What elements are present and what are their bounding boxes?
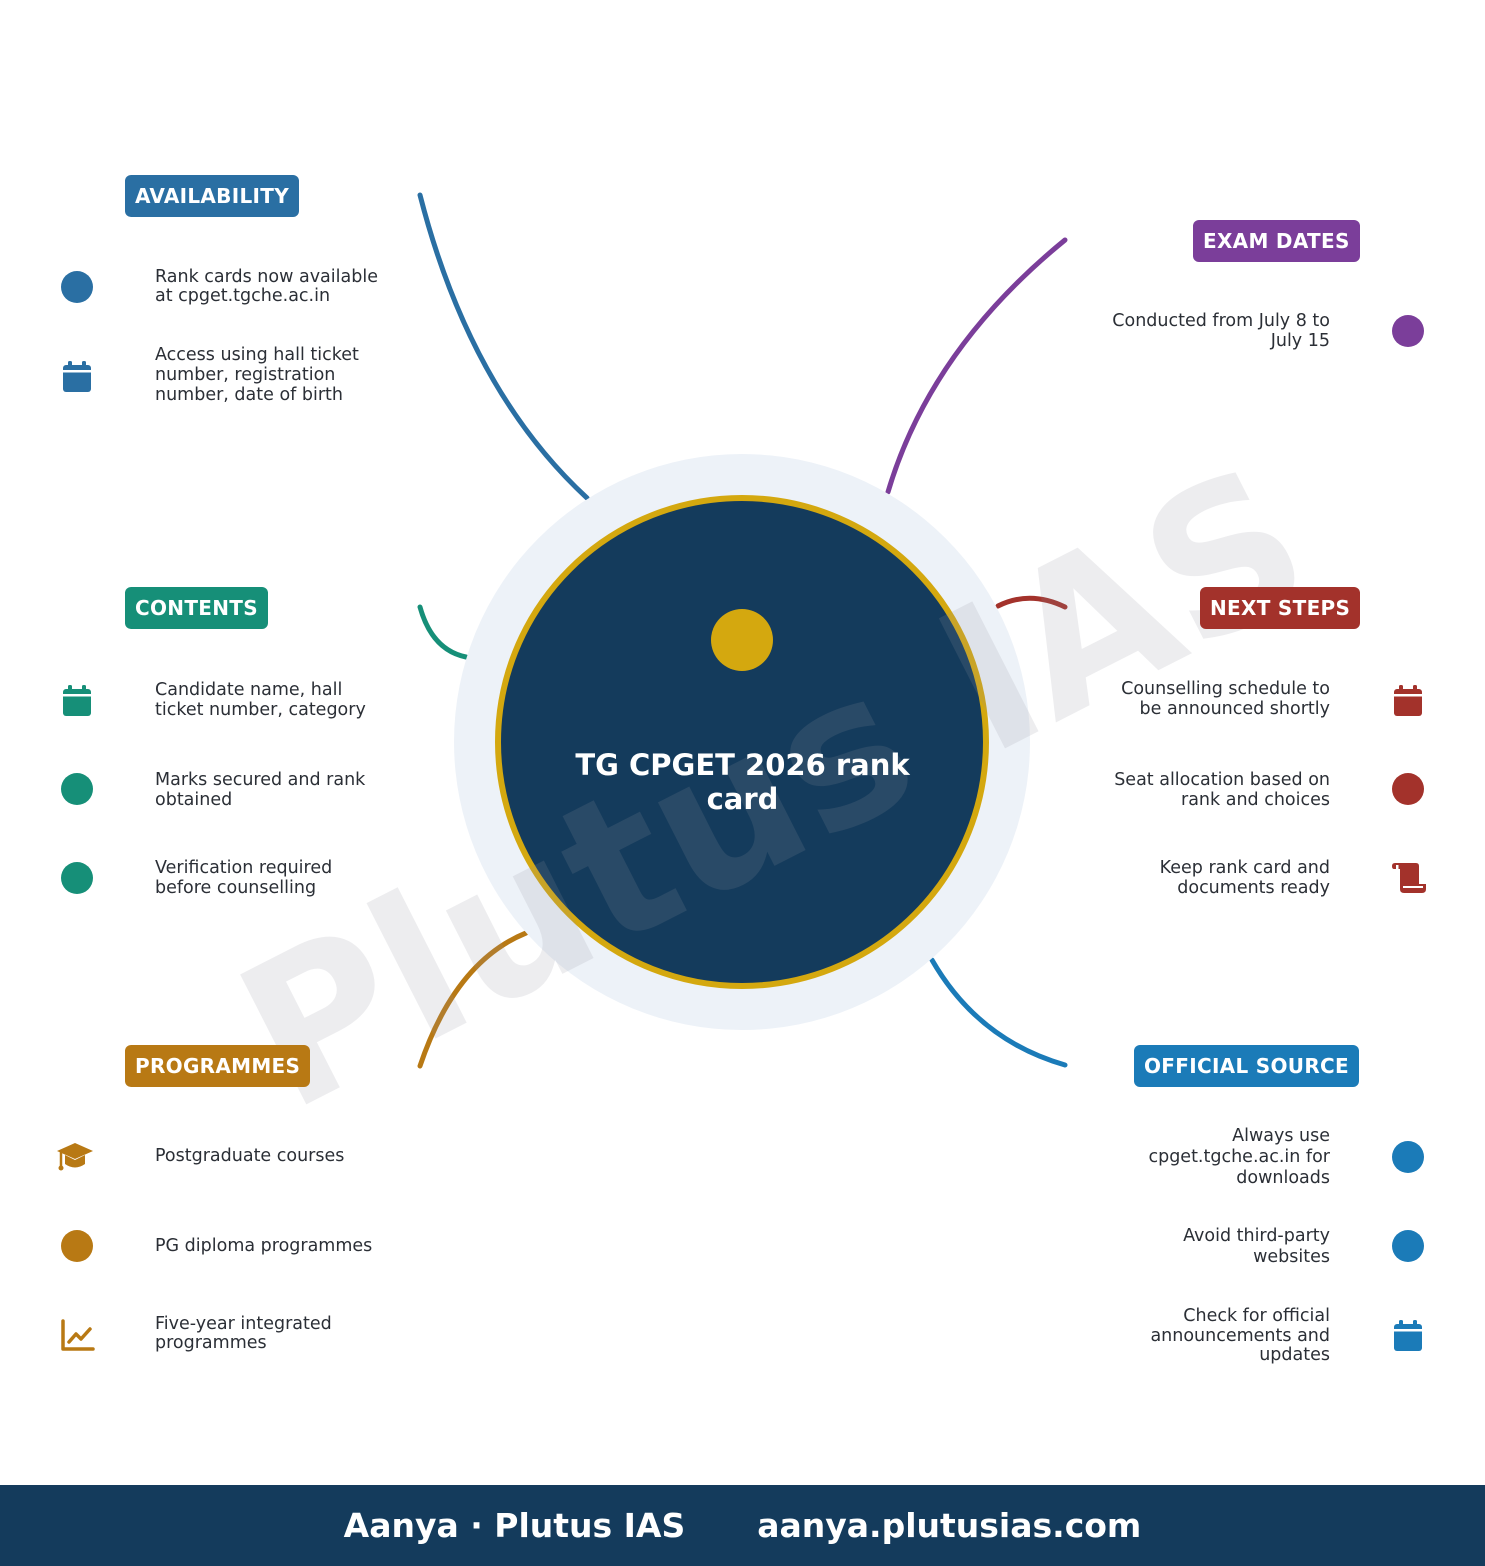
circle-icon [59, 1228, 95, 1264]
official-source-item-2: Avoid third-party websites [1183, 1226, 1330, 1267]
calendar-icon [59, 683, 95, 719]
footer-bar: Aanya · Plutus IAS aanya.plutusias.com [0, 1485, 1485, 1566]
contents-item-3: Verification required before counselling [155, 858, 333, 898]
availability-item-2: Access using hall ticket number, registr… [155, 345, 359, 405]
programmes-item-3: Five-year integrated programmes [155, 1314, 332, 1353]
circle-icon [1390, 771, 1426, 807]
badge-exam-dates: EXAM DATES [1193, 220, 1360, 262]
badge-next-steps: NEXT STEPS [1200, 587, 1361, 629]
circle-icon [59, 269, 95, 305]
badge-official-source: OFFICIAL SOURCE [1134, 1045, 1359, 1087]
programmes-item-1: Postgraduate courses [155, 1146, 345, 1166]
footer-author: Aanya · Plutus IAS [343, 1506, 686, 1545]
center-disc [495, 495, 989, 989]
circle-icon [1390, 1139, 1426, 1175]
connector-programmes [417, 930, 529, 1069]
official-source-item-3: Check for official announcements and upd… [1150, 1306, 1330, 1365]
availability-item-1: Rank cards now available at cpget.tgche.… [155, 267, 378, 306]
connector-exam-dates [885, 237, 1068, 495]
calendar-icon [59, 359, 95, 395]
badge-availability: AVAILABILITY [125, 175, 299, 217]
footer-website[interactable]: aanya.plutusias.com [757, 1506, 1142, 1545]
calendar-icon [1390, 1318, 1426, 1354]
connector-next-steps [995, 595, 1068, 610]
circle-icon [1390, 1228, 1426, 1264]
connector-contents [417, 604, 469, 660]
calendar-icon [1390, 683, 1426, 719]
connector-availability [417, 192, 590, 501]
connector-official-source [929, 957, 1068, 1068]
center-dot-icon [711, 609, 773, 671]
contents-item-1: Candidate name, hall ticket number, cate… [155, 680, 366, 720]
exam-dates-item-1: Conducted from July 8 to July 15 [1112, 311, 1330, 351]
circle-icon [59, 860, 95, 896]
badge-contents: CONTENTS [125, 587, 268, 629]
next-steps-item-3: Keep rank card and documents ready [1159, 858, 1330, 898]
circle-icon [1390, 313, 1426, 349]
center-title: TG CPGET 2026 rank card [575, 748, 910, 816]
line-chart-icon [59, 1318, 95, 1354]
next-steps-item-2: Seat allocation based on rank and choice… [1114, 770, 1330, 810]
badge-programmes: PROGRAMMES [125, 1045, 311, 1087]
scroll-icon [1390, 860, 1426, 896]
next-steps-item-1: Counselling schedule to be announced sho… [1121, 679, 1330, 719]
graduation-cap-icon [57, 1139, 93, 1175]
contents-item-2: Marks secured and rank obtained [155, 770, 366, 810]
official-source-item-1: Always use cpget.tgche.ac.in for downloa… [1148, 1126, 1330, 1188]
circle-icon [59, 771, 95, 807]
programmes-item-2: PG diploma programmes [155, 1236, 373, 1256]
